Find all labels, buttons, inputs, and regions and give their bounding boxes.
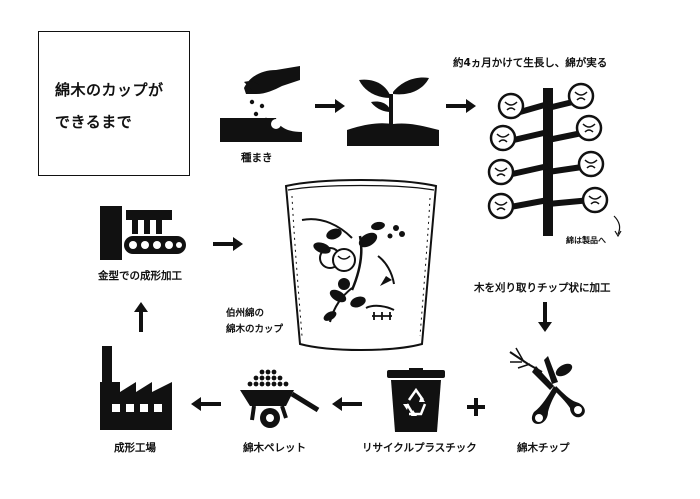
arrow-right-icon [315,99,345,113]
title-line-2: できるまで [55,113,133,131]
label-cotton-note: 綿は製品へ [566,236,606,245]
label-growth: 約4ヵ月かけて生長し、綿が実る [453,57,608,69]
conveyor-molding-icon [100,206,186,260]
label-chipping: 木を刈り取りチップ状に加工 [474,282,611,294]
arrow-right-icon [213,237,243,251]
sowing-hand-icon [220,66,302,142]
diagram-title: 綿木のカップが できるまで [55,74,190,138]
arrow-down-icon [538,302,552,332]
wheelbarrow-pellets-icon [240,369,320,428]
label-chips: 綿木チップ [517,442,570,454]
recycle-bin-icon [387,368,445,432]
label-pellets: 綿木ペレット [243,442,306,454]
shears-icon [509,347,585,424]
arrow-up-icon [134,302,148,332]
sprout-icon [347,77,439,146]
arrow-right-icon [446,99,476,113]
arrow-left-icon [191,397,221,411]
arrow-left-icon [332,397,362,411]
label-factory: 成形工場 [114,442,156,454]
title-box: 綿木のカップが できるまで [38,31,190,176]
plus-icon [467,398,485,416]
factory-icon [100,346,172,430]
cup-caption: 伯州綿の 綿木のカップ [226,306,283,338]
curved-arrow-icon [613,215,622,238]
label-recycled-plastic: リサイクルプラスチック [362,442,477,454]
cup-caption-line-1: 伯州綿の [226,308,265,319]
label-molding: 金型での成形加工 [98,270,182,282]
cup-caption-line-2: 綿木のカップ [226,324,284,335]
title-line-1: 綿木のカップが [55,81,164,99]
label-sowing: 種まき [241,152,273,164]
cotton-wood-cup [284,179,438,351]
cotton-plant-icon [487,82,609,236]
